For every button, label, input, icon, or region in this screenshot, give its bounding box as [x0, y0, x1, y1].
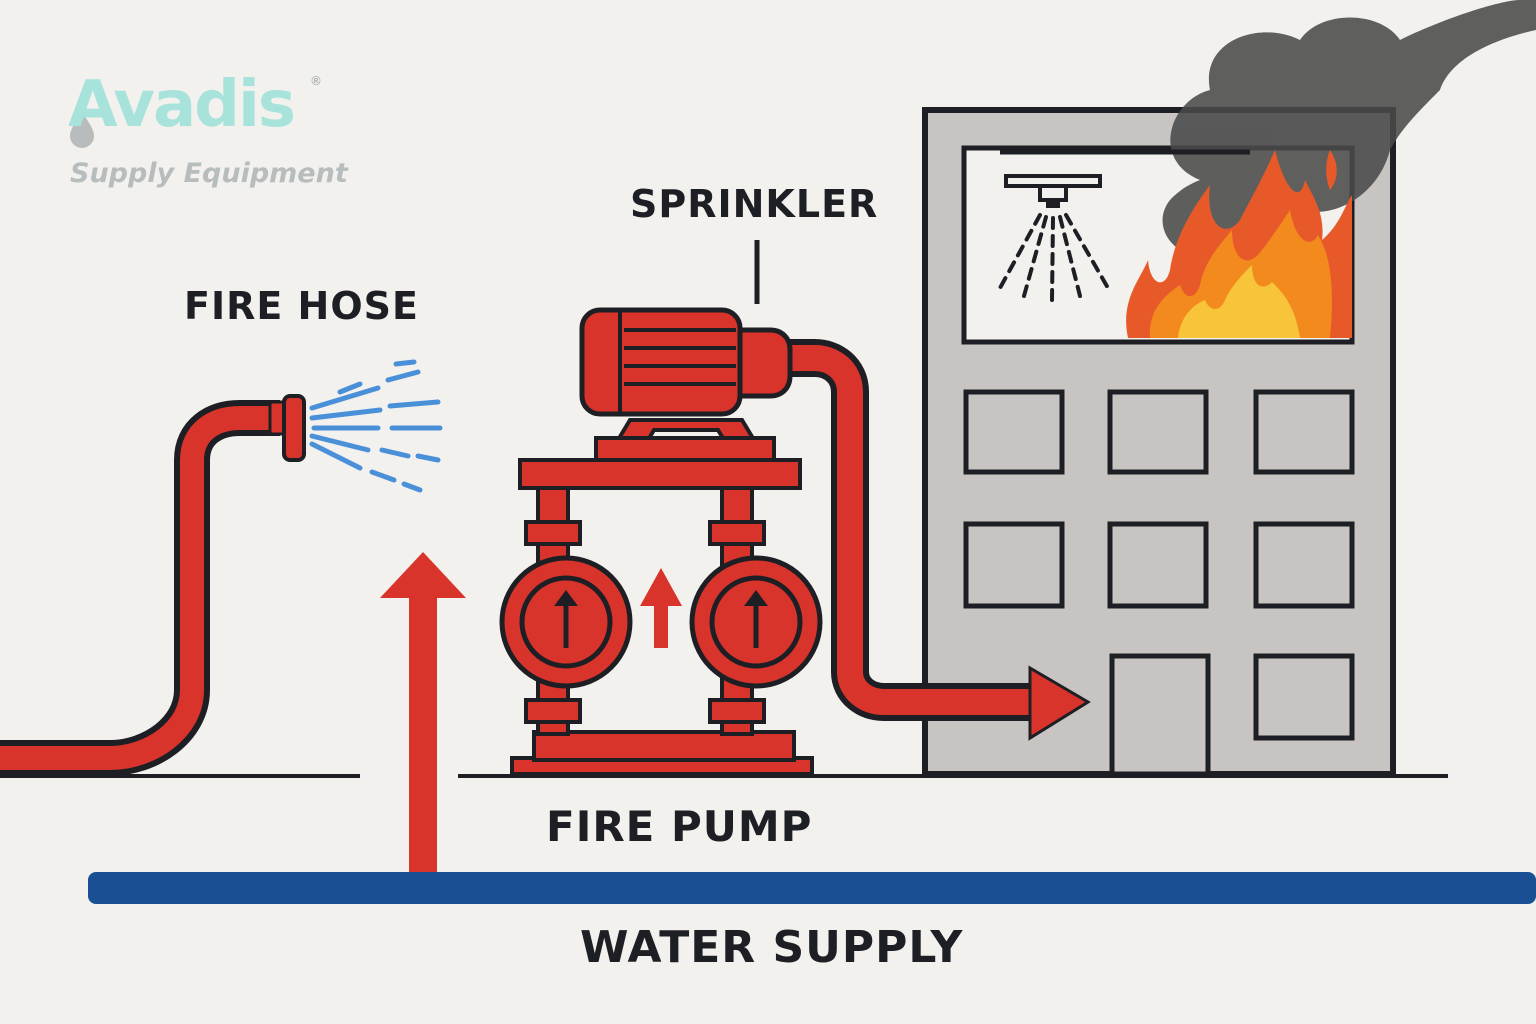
- fire-hose: [0, 359, 443, 776]
- pump-volute-left: [499, 555, 633, 689]
- pump-volute-right: [689, 555, 823, 689]
- window: [1253, 653, 1355, 741]
- fire-pump: [499, 307, 823, 776]
- registered-mark: ®: [310, 74, 322, 88]
- window: [963, 521, 1065, 609]
- fire-pump-label: FIRE PUMP: [546, 802, 813, 851]
- window: [1107, 389, 1209, 475]
- discharge-pipe: [780, 339, 1091, 741]
- hose-nozzle: [282, 394, 306, 462]
- flow-arrow-small: [640, 568, 682, 648]
- window: [1253, 521, 1355, 609]
- door: [1109, 653, 1211, 777]
- logo-tagline: Supply Equipment: [70, 158, 348, 189]
- water-spray: [309, 359, 443, 493]
- sprinkler-label: SPRINKLER: [630, 182, 879, 226]
- flow-arrow-right: [1028, 665, 1091, 741]
- window: [1107, 521, 1209, 609]
- water-drop-icon: [70, 112, 94, 148]
- water-supply-label: WATER SUPPLY: [580, 922, 964, 973]
- window: [963, 389, 1065, 475]
- water-supply-pipe: [88, 872, 1536, 904]
- pump-motor: [579, 307, 793, 417]
- window: [1253, 389, 1355, 475]
- logo: Avadis: [68, 68, 296, 142]
- sprinkler-icon: [998, 149, 1250, 302]
- arrow-up-icon: [380, 552, 466, 872]
- fire-hose-label: FIRE HOSE: [184, 284, 419, 328]
- fire-icon: [1126, 150, 1352, 338]
